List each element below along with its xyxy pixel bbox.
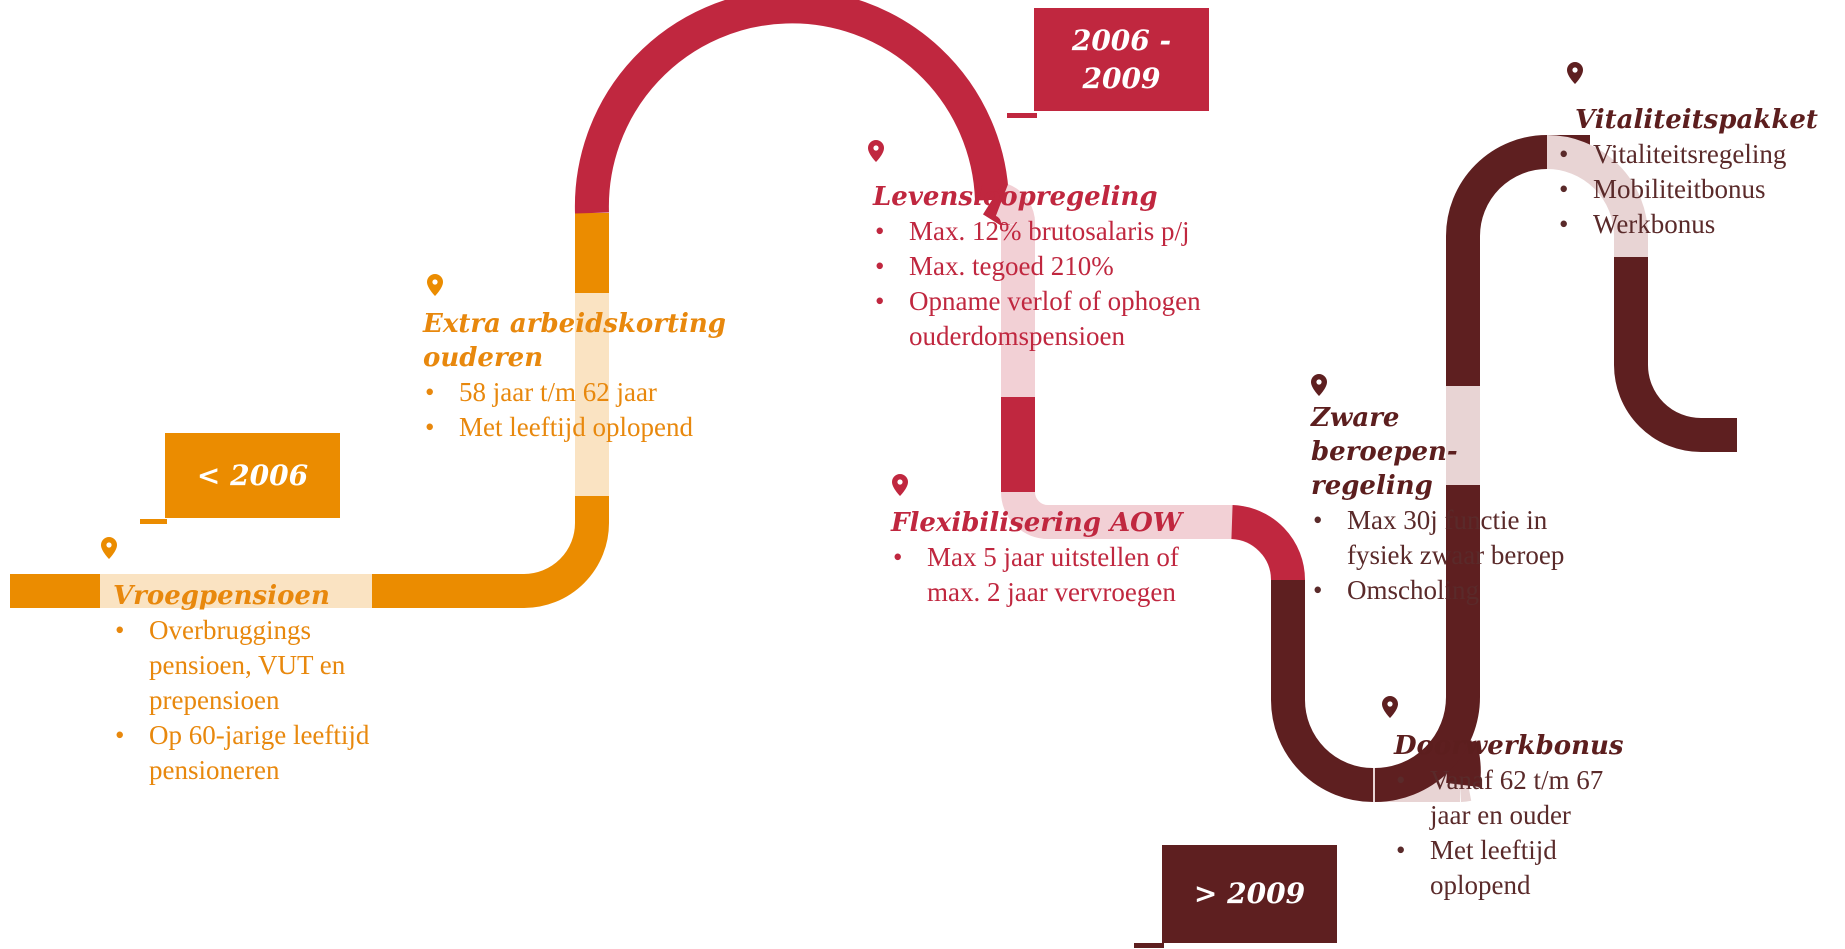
bullet-item: Met leeftijd oplopend (423, 410, 783, 445)
period-tick (1134, 943, 1164, 948)
location-pin-icon (1311, 374, 1327, 396)
milestone-bullets: Overbruggings pensioen, VUT en prepensio… (113, 613, 373, 788)
milestone-bullets: Vitaliteitsregeling Mobiliteitbonus Werk… (1557, 137, 1840, 242)
bullet-item: Werkbonus (1557, 207, 1840, 242)
milestone-bullets: Vanaf 62 t/m 67 jaar en ouder Met leefti… (1394, 763, 1654, 903)
milestone-title: Vitaliteitspakket (1575, 105, 1818, 135)
bullet-item: Vitaliteitsregeling (1557, 137, 1840, 172)
location-pin-icon (101, 537, 117, 559)
milestone-bullets: Max 5 jaar uitstellen of max. 2 jaar ver… (891, 540, 1221, 610)
location-pin-icon (1382, 696, 1398, 718)
period-tick (1007, 113, 1037, 118)
milestone-vitaliteit: Vitaliteitspakket Vitaliteitsregeling Mo… (1559, 103, 1840, 242)
milestone-title: Doorwerkbonus (1394, 731, 1624, 761)
bullet-item: Omscholing (1311, 573, 1601, 608)
milestone-title: Levensloopregeling (873, 182, 1158, 212)
road-segment (1271, 699, 1374, 802)
period-badge-2006-2009: 2006 - 2009 (1034, 8, 1209, 111)
location-pin-icon (892, 474, 908, 496)
period-tick (140, 519, 167, 524)
bullet-item: Overbruggings pensioen, VUT en prepensio… (113, 613, 373, 718)
road-segment (1230, 505, 1305, 581)
bullet-item: Op 60-jarige leeftijd pensioneren (113, 718, 373, 788)
location-pin-icon (427, 274, 443, 296)
milestone-title: Zware beroepen-regeling (1311, 403, 1458, 501)
period-badge-after-2009: > 2009 (1162, 845, 1337, 943)
milestone-zware: Zware beroepen-regeling Max 30j functie … (1311, 401, 1601, 608)
milestone-title: Flexibilisering AOW (891, 508, 1182, 538)
bullet-item: Max. 12% brutosalaris p/j (873, 214, 1273, 249)
bullet-item: Vanaf 62 t/m 67 jaar en ouder (1394, 763, 1630, 833)
bullet-item: 58 jaar t/m 62 jaar (423, 375, 783, 410)
milestone-bullets: Max. 12% brutosalaris p/j Max. tegoed 21… (873, 214, 1273, 354)
location-pin-icon (1567, 62, 1583, 84)
road-segment (574, 0, 1009, 214)
milestone-title: Vroegpensioen (113, 581, 330, 611)
road-segment (523, 522, 609, 608)
milestone-vroegpensioen: Vroegpensioen Overbruggings pensioen, VU… (113, 579, 373, 788)
road-segment (1446, 135, 1548, 237)
road-segment (1374, 696, 1480, 802)
milestone-levensloop: Levensloopregeling Max. 12% brutosalaris… (873, 180, 1273, 354)
milestone-doorwerk: Doorwerkbonus Vanaf 62 t/m 67 jaar en ou… (1394, 729, 1654, 903)
milestone-bullets: 58 jaar t/m 62 jaar Met leeftijd oplopen… (423, 375, 783, 445)
milestone-bullets: Max 30j functie in fysiek zwaar beroep O… (1311, 503, 1601, 608)
period-badge-before-2006: < 2006 (165, 433, 340, 518)
bullet-item: Mobiliteitbonus (1557, 172, 1840, 207)
road-segment (1614, 364, 1702, 452)
location-pin-icon (868, 140, 884, 162)
milestone-title: Extra arbeidskorting ouderen (423, 309, 726, 373)
road-segment (1001, 490, 1050, 539)
bullet-item: Opname verlof of ophogen ouderdomspensio… (873, 284, 1273, 354)
bullet-item: Max 30j functie in fysiek zwaar beroep (1311, 503, 1602, 573)
bullet-item: Met leeftijd oplopend (1394, 833, 1600, 903)
milestone-arbeidskorting: Extra arbeidskorting ouderen 58 jaar t/m… (423, 307, 783, 445)
milestone-aow: Flexibilisering AOW Max 5 jaar uitstelle… (891, 506, 1221, 610)
bullet-item: Max. tegoed 210% (873, 249, 1273, 284)
bullet-item: Max 5 jaar uitstellen of max. 2 jaar ver… (891, 540, 1202, 610)
